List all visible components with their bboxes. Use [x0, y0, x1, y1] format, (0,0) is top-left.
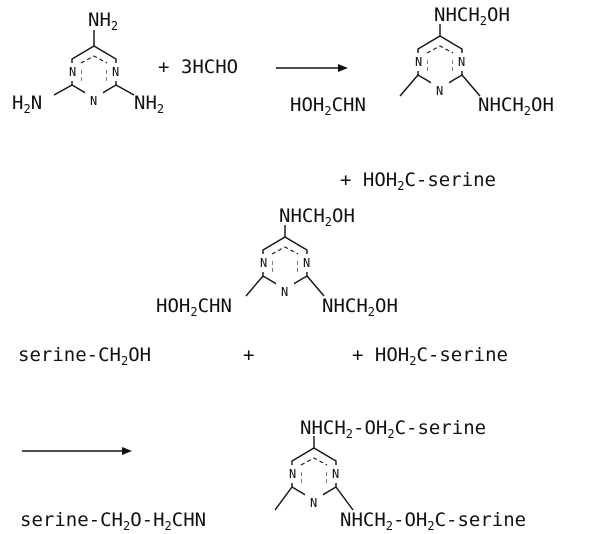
trimethylol-left-group: HOH2CHN: [290, 94, 366, 118]
serine-reagent-right: + HOH2C-serine: [352, 344, 508, 368]
final-left-group: serine-CH2O-H2CHN: [20, 509, 206, 533]
center-top-group: NHCH2OH: [279, 205, 355, 229]
ring-atom-n: N: [415, 55, 422, 69]
serine-reagent-top: + HOH2C-serine: [340, 169, 496, 193]
ring-atom-n: N: [289, 467, 296, 481]
center-left-group: HOH2CHN: [156, 295, 232, 319]
ring-atom-n: N: [458, 55, 465, 69]
final-top-group: NHCH2-OH2C-serine: [300, 417, 486, 441]
serine-reagent-left: serine-CH2OH: [18, 344, 151, 368]
ring-atom-n: N: [90, 94, 97, 108]
ring-atom-n: N: [332, 467, 339, 481]
final-right-group: NHCH2-OH2C-serine: [340, 509, 526, 533]
trimethylol-right-group: NHCH2OH: [478, 94, 554, 118]
plus-sign: +: [243, 344, 254, 366]
center-right-group: NHCH2OH: [322, 295, 398, 319]
ring-atom-n: N: [69, 65, 76, 79]
ring-atom-n: N: [436, 84, 443, 98]
melamine-ring: N N N: [53, 30, 135, 108]
final-ring: N N N: [274, 436, 354, 511]
melamine-top-group: NH2: [88, 9, 118, 33]
ring-atom-n: N: [112, 65, 119, 79]
ring-atom-n: N: [281, 285, 288, 299]
reaction-arrow-1: [276, 64, 348, 72]
ring-atom-n: N: [303, 256, 310, 270]
ring-atom-n: N: [260, 256, 267, 270]
reaction-arrow-2: [22, 447, 132, 455]
melamine-left-group: H2N: [12, 92, 42, 116]
center-ring: N N N: [245, 225, 325, 299]
trimethylol-top-group: NHCH2OH: [434, 4, 510, 28]
formaldehyde-reagent: + 3HCHO: [158, 56, 238, 78]
melamine-right-group: NH2: [134, 92, 164, 116]
ring-atom-n: N: [310, 496, 317, 510]
trimethylol-ring: N N N: [399, 24, 481, 98]
